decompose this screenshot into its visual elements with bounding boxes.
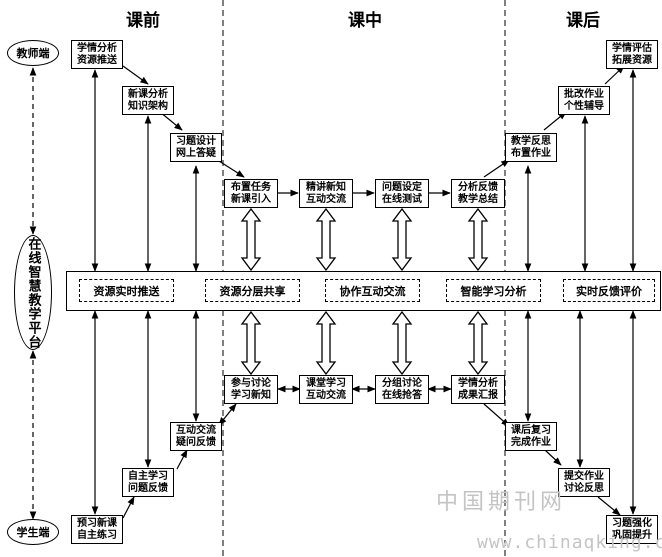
teacher-step-box: 布置任务新课引入	[224, 179, 278, 208]
phase-header-after: 课后	[566, 11, 600, 31]
platform-bar	[66, 271, 661, 311]
arrow-t1-t2	[122, 65, 149, 85]
step-line: 教学反思	[511, 135, 551, 147]
watermark-cn: 中国期刊网	[436, 490, 567, 515]
hollow-double-arrow-lower-4	[467, 310, 489, 376]
teacher-step-box: 教学反思布置作业	[505, 133, 557, 162]
platform-node-label: 在线智慧教学平台	[25, 236, 41, 349]
step-line: 预习新课	[77, 517, 117, 529]
arrow-s3-s4	[218, 403, 237, 426]
step-line: 互动交流	[176, 424, 216, 436]
step-line: 提交作业	[564, 470, 604, 482]
student-step-box: 预习新课自主练习	[71, 515, 123, 544]
teacher-step-box: 学情评估拓展资源	[606, 40, 658, 69]
step-line: 自主学习	[128, 470, 168, 482]
arrow-s7-s8	[483, 403, 510, 427]
step-line: 习题强化	[612, 517, 652, 529]
platform-function: 协作互动交流	[325, 279, 420, 302]
student-end-node: 学生端	[7, 519, 59, 545]
hollow-double-arrow-lower-2	[315, 310, 337, 376]
step-line: 课堂学习	[306, 377, 346, 389]
step-line: 成果汇报	[458, 389, 498, 401]
step-line: 问题设定	[382, 181, 422, 193]
platform-function: 资源实时推送	[79, 279, 174, 302]
platform-function: 资源分层共享	[205, 279, 300, 302]
hollow-double-arrow-lower-3	[391, 310, 413, 376]
step-line: 拓展资源	[612, 54, 652, 66]
student-step-box: 学情分析成果汇报	[451, 375, 505, 404]
teacher-step-box: 学情分析资源推送	[71, 40, 123, 69]
platform-node: 在线智慧教学平台	[14, 235, 52, 350]
hollow-double-arrow-upper-4	[467, 207, 489, 272]
teacher-end-node: 教师端	[7, 40, 59, 66]
step-line: 参与讨论	[231, 377, 271, 389]
step-line: 完成作业	[511, 436, 551, 448]
student-step-box: 课后复习完成作业	[505, 422, 557, 451]
step-line: 资源推送	[77, 54, 117, 66]
arrow-t7-t8	[483, 159, 510, 178]
step-line: 学情分析	[458, 377, 498, 389]
arrow-t8-t9	[543, 111, 567, 131]
teacher-step-box: 习题设计网上答疑	[170, 133, 222, 162]
step-line: 在线测试	[382, 193, 422, 205]
arrow-t9-t10	[604, 65, 625, 85]
student-step-box: 习题强化巩固提升	[606, 515, 658, 544]
step-line: 疑问反馈	[176, 436, 216, 448]
hollow-double-arrow-upper-3	[391, 207, 413, 272]
step-line: 精讲新知	[306, 181, 346, 193]
step-line: 新课引入	[231, 193, 271, 205]
step-line: 互动交流	[306, 193, 346, 205]
student-step-box: 互动交流疑问反馈	[170, 422, 222, 451]
step-line: 网上答疑	[176, 147, 216, 159]
step-line: 课后复习	[511, 424, 551, 436]
step-line: 学情评估	[612, 42, 652, 54]
teacher-step-box: 分析反馈教学总结	[451, 179, 505, 208]
student-step-box: 参与讨论学习新知	[224, 375, 278, 404]
arrow-t3-t4	[218, 160, 245, 178]
hollow-double-arrow-upper-2	[315, 207, 337, 272]
arrow-s9-s10	[597, 496, 621, 516]
step-line: 新课分析	[128, 88, 168, 100]
step-line: 学习新知	[231, 389, 271, 401]
step-line: 个性辅导	[564, 100, 604, 112]
arrow-s1-s2	[122, 496, 135, 519]
teacher-step-box: 问题设定在线测试	[375, 179, 429, 208]
arrow-s8-s9	[544, 449, 562, 466]
platform-function: 实时反馈评价	[563, 279, 655, 302]
teacher-step-box: 精讲新知互动交流	[299, 179, 353, 208]
step-line: 批改作业	[564, 88, 604, 100]
step-line: 学情分析	[77, 42, 117, 54]
student-step-box: 提交作业讨论反思	[558, 468, 610, 497]
step-line: 分析反馈	[458, 181, 498, 193]
step-line: 互动交流	[306, 389, 346, 401]
student-step-box: 自主学习问题反馈	[122, 468, 174, 497]
teacher-end-label: 教师端	[16, 47, 50, 60]
step-line: 讨论反思	[564, 482, 604, 494]
step-line: 布置任务	[231, 181, 271, 193]
step-line: 习题设计	[176, 135, 216, 147]
step-line: 问题反馈	[128, 482, 168, 494]
watermark-url: www.chinaqking.com	[477, 532, 662, 553]
student-step-box: 分组讨论在线抢答	[375, 375, 429, 404]
arrow-s2-s3	[176, 449, 188, 470]
platform-function: 智能学习分析	[446, 279, 541, 302]
step-line: 在线抢答	[382, 389, 422, 401]
hollow-double-arrow-lower-1	[240, 310, 262, 376]
teacher-step-box: 批改作业个性辅导	[558, 86, 610, 115]
step-line: 布置作业	[511, 147, 551, 159]
phase-header-during: 课中	[348, 11, 382, 31]
step-line: 巩固提升	[612, 529, 652, 541]
step-line: 教学总结	[458, 193, 498, 205]
teacher-step-box: 新课分析知识架构	[122, 86, 174, 115]
step-line: 分组讨论	[382, 377, 422, 389]
student-end-label: 学生端	[16, 526, 50, 539]
hollow-double-arrow-upper-1	[240, 207, 262, 272]
student-step-box: 课堂学习互动交流	[299, 375, 353, 404]
step-line: 自主练习	[77, 529, 117, 541]
phase-header-before: 课前	[126, 11, 160, 31]
step-line: 知识架构	[128, 100, 168, 112]
arrow-t2-t3	[159, 111, 183, 131]
